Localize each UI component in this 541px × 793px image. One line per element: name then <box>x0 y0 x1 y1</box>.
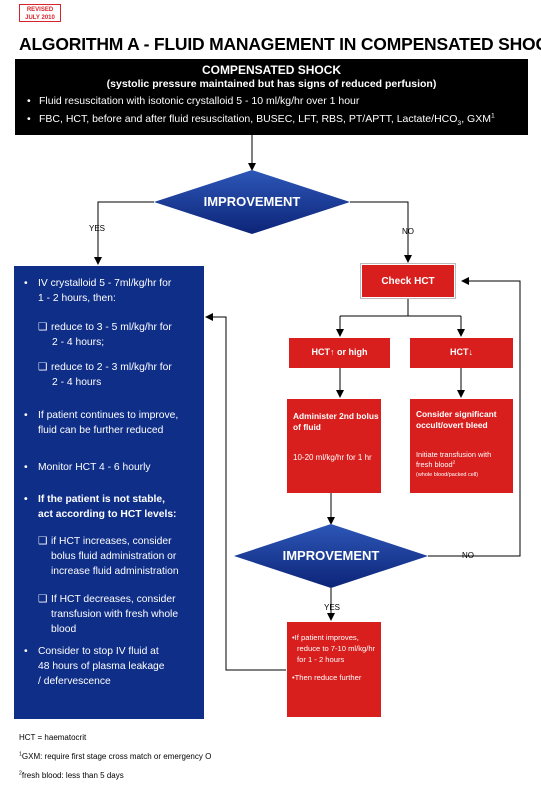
stamp-line2: JULY 2010 <box>25 15 55 21</box>
plan-item-5: Consider to stop IV fluid at 48 hours of… <box>38 646 165 687</box>
compensated-shock-box: COMPENSATED SHOCK (systolic pressure mai… <box>15 59 528 135</box>
bullet-icon: • <box>292 633 295 642</box>
shock-bullet-1: • Fluid resuscitation with isotonic cryst… <box>27 95 359 107</box>
stamp-line1: REVISED <box>26 7 54 13</box>
improvement-diamond-2 <box>234 524 428 588</box>
bullet-icon: • <box>27 113 31 125</box>
bleed-transfusion: Initiate transfusion with fresh blood2 <box>416 450 492 469</box>
shock-heading: COMPENSATED SHOCK <box>201 63 342 77</box>
no-label-2: NO <box>462 551 474 560</box>
revised-stamp: REVISED JULY 2010 <box>19 4 61 22</box>
bleed-note: (whole blood/packed cell) <box>416 472 479 478</box>
plan-sub-1: reduce to 3 - 5 ml/kg/hr for 2 - 4 hours… <box>51 322 172 348</box>
plan-item-2: If patient continues to improve, fluid c… <box>38 410 179 436</box>
bullet-icon: • <box>292 673 295 682</box>
footnote-fresh-blood: 2fresh blood: less than 5 days <box>19 770 124 780</box>
bullet-icon: • <box>24 646 28 657</box>
shock-bullet-2-sub: 3 <box>457 120 462 128</box>
page-title: ALGORITHM A - FLUID MANAGEMENT IN COMPEN… <box>19 34 541 54</box>
second-bolus-dose: 10-20 ml/kg/hr for 1 hr <box>293 453 372 462</box>
checkbox-icon: ❑ <box>38 362 48 373</box>
bullet-icon: • <box>24 494 28 505</box>
improvement-label-1: IMPROVEMENT <box>203 194 301 209</box>
bullet-icon: • <box>24 278 28 289</box>
bullet-icon: • <box>27 95 31 107</box>
shock-bullet-2-tail: , GXM <box>461 113 491 125</box>
improvement-plan-box: • IV crystalloid 5 - 7ml/kg/hr for 1 - 2… <box>14 266 204 719</box>
shock-bullet-2-sup: 1 <box>490 112 495 120</box>
hct-low-box: HCT↓ <box>410 338 513 368</box>
bleed-box: Consider significant occult/overt bleed … <box>410 399 513 493</box>
bleed-title: Consider significant occult/overt bleed <box>416 409 497 430</box>
hct-high-label: HCT↑ or high <box>311 347 368 357</box>
check-hct-box: Check HCT <box>360 263 456 299</box>
plan-item-4: If the patient is not stable, act accord… <box>38 494 177 520</box>
plan-sub-2: reduce to 2 - 3 ml/kg/hr for 2 - 4 hours <box>51 362 172 388</box>
footnote-hct: HCT = haematocrit <box>19 733 87 742</box>
improvement-diamond-1 <box>154 170 350 234</box>
plan-item-1: IV crystalloid 5 - 7ml/kg/hr for 1 - 2 h… <box>38 278 172 304</box>
arrow-up-icon: ↑ <box>330 347 335 357</box>
plan-sub-3: if HCT increases, consider bolus fluid a… <box>51 536 179 577</box>
yes-label-1: YES <box>89 224 106 233</box>
checkbox-icon: ❑ <box>38 536 48 547</box>
yes-label-2: YES <box>324 603 341 612</box>
improves-box: •If patient improves, reduce to 7-10 ml/… <box>287 622 381 717</box>
shock-subheading: (systolic pressure maintained but has si… <box>106 78 437 90</box>
hct-high-box: HCT↑ or high <box>289 338 390 368</box>
checkbox-icon: ❑ <box>38 322 48 333</box>
improvement-label-2: IMPROVEMENT <box>282 548 380 563</box>
plan-item-3: Monitor HCT 4 - 6 hourly <box>38 462 151 473</box>
shock-bullet-2: • FBC, HCT, before and after fluid resusc… <box>27 112 495 128</box>
shock-bullet-2-text: FBC, HCT, before and after fluid resusci… <box>39 113 458 125</box>
improves-text: •If patient improves, reduce to 7-10 ml/… <box>292 633 376 682</box>
second-bolus-box: Administer 2nd bolus of fluid 10-20 ml/k… <box>287 399 381 493</box>
arrow-down-icon: ↓ <box>468 347 474 357</box>
shock-bullet-1-text: Fluid resuscitation with isotonic crysta… <box>39 95 360 107</box>
hct-low-label: HCT↓ <box>450 347 474 357</box>
plan-sub-4: If HCT decreases, consider transfusion w… <box>51 594 179 635</box>
no-label-1: NO <box>402 227 414 236</box>
second-bolus-title: Administer 2nd bolus of fluid <box>293 411 379 432</box>
bullet-icon: • <box>24 462 28 473</box>
check-hct-label: Check HCT <box>381 276 435 287</box>
footnote-gxm: 1GXM: require first stage cross match or… <box>19 751 212 761</box>
checkbox-icon: ❑ <box>38 594 48 605</box>
bullet-icon: • <box>24 410 28 421</box>
